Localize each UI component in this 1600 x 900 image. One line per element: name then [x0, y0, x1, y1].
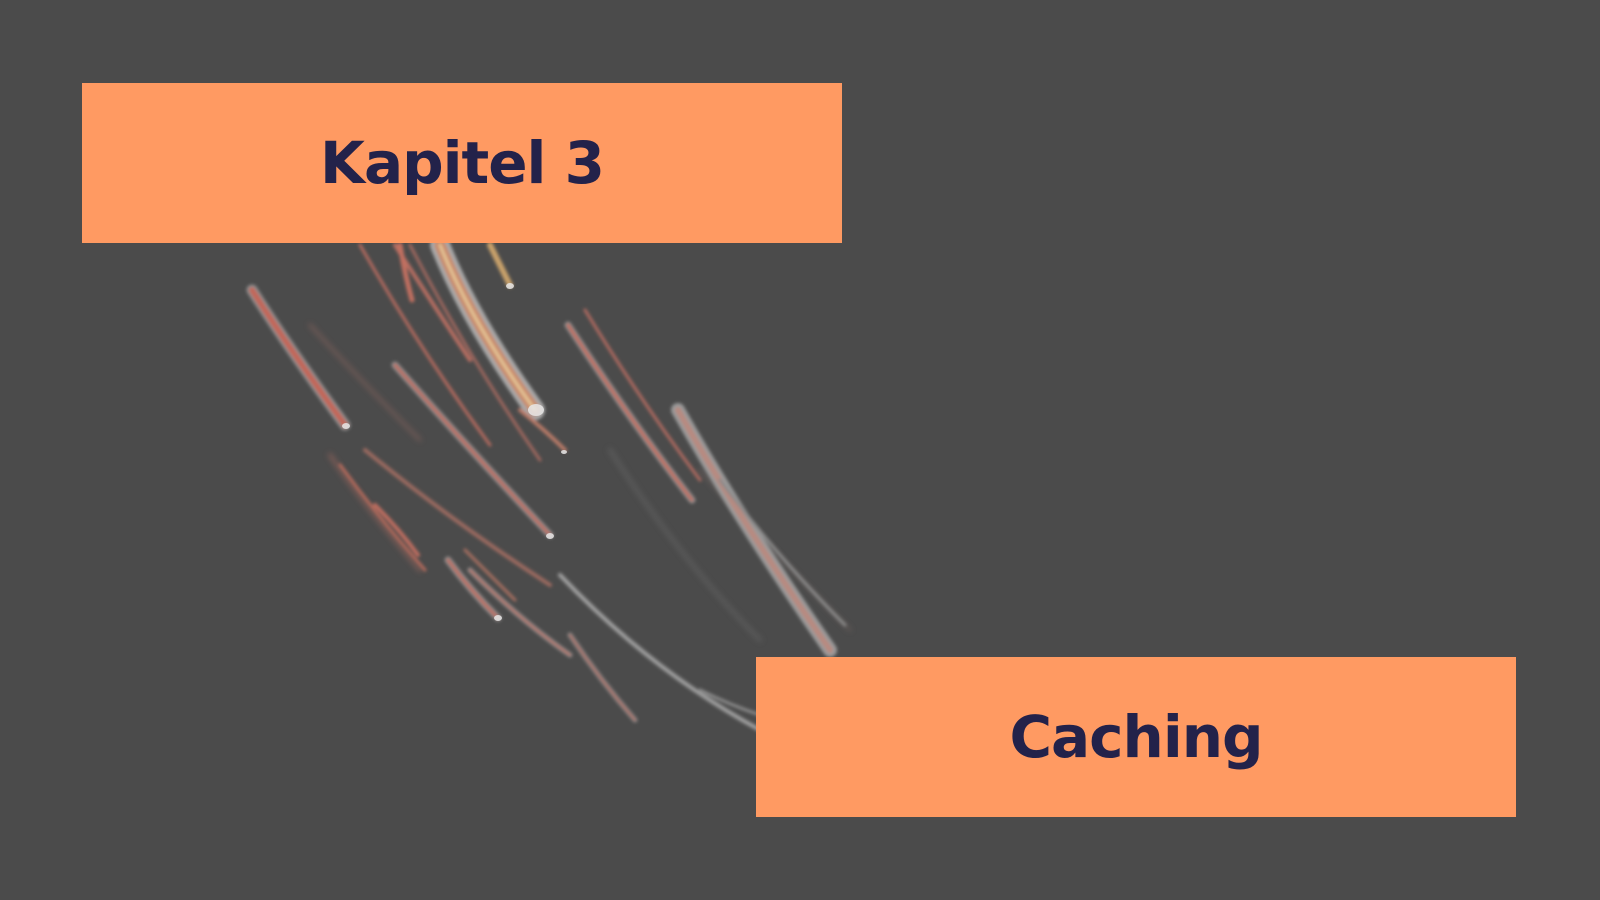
- chapter-label-banner: Kapitel 3: [82, 83, 842, 243]
- chapter-label: Kapitel 3: [320, 129, 605, 197]
- topic-title-banner: Caching: [756, 657, 1516, 817]
- topic-title: Caching: [1009, 703, 1263, 771]
